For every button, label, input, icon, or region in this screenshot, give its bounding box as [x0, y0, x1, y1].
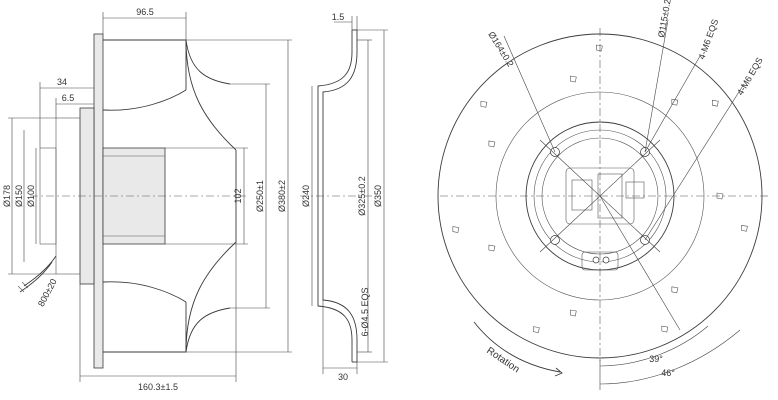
- blade-slot: [671, 286, 679, 294]
- blade-slot: [712, 99, 719, 107]
- lower-blade: [103, 241, 237, 353]
- dim-dia-150: Ø150: [14, 185, 24, 207]
- rotation-arrow: [473, 321, 561, 373]
- cable: [23, 255, 57, 287]
- blade-slot: [741, 224, 748, 232]
- dim-m6-a: 4-M6 EQS: [696, 18, 720, 61]
- dim-96-5: 96.5: [136, 7, 154, 17]
- dim-angle-39: 39°: [649, 354, 663, 364]
- rotation-label: Rotation: [484, 345, 521, 375]
- side-view-bottom-dimension: 160.3±1.5: [79, 242, 237, 392]
- back-plate: [93, 33, 104, 369]
- dim-dia-100: Ø100: [26, 185, 36, 207]
- side-view-top-dimensions: 96.5 34 6.5: [39, 7, 187, 148]
- dim-6-5: 6.5: [62, 93, 75, 103]
- dim-holes-4-5: 6-Ø4.5 EQS: [360, 287, 370, 336]
- dim-dia-178: Ø178: [2, 185, 12, 207]
- blade-slot: [488, 140, 496, 148]
- dim-dia-240: Ø240: [301, 185, 311, 207]
- upper-blade: [103, 39, 237, 151]
- front-view: [437, 19, 770, 364]
- blade-slot: [661, 325, 669, 333]
- blade-slot: [569, 75, 577, 83]
- dim-dia-325: Ø325±0.2: [357, 176, 367, 215]
- dim-30: 30: [338, 372, 348, 382]
- section-view: [300, 29, 380, 363]
- blade-slot: [480, 100, 488, 108]
- dim-dia-250: Ø250±1: [255, 180, 265, 212]
- side-view-right-dimensions: 102 Ø250±1 Ø380±2: [165, 39, 292, 353]
- dim-dia-115: Ø115±0.2: [656, 0, 673, 38]
- section-view-dimensions: 1.5 Ø240 Ø325±0.2 Ø350 6-Ø4.5 EQS 30: [301, 12, 388, 382]
- blade-slot: [596, 44, 603, 52]
- dim-34: 34: [57, 77, 67, 87]
- dim-dia-350: Ø350: [373, 185, 383, 207]
- blade-slot: [569, 309, 577, 317]
- mount-hole: [550, 235, 560, 245]
- dim-102: 102: [233, 188, 243, 203]
- blade-slot: [716, 192, 724, 200]
- dim-m6-b: 4-M6 EQS: [735, 56, 765, 97]
- dim-1-5: 1.5: [332, 12, 345, 22]
- dim-cable-800: 800±20: [36, 277, 59, 308]
- blade-slot: [452, 226, 460, 233]
- blade-slot: [671, 98, 679, 106]
- dim-angle-46: 46°: [661, 368, 675, 378]
- side-view-left-dimensions: Ø178 Ø150 Ø100 800±20: [2, 117, 59, 308]
- blade-slot: [488, 244, 496, 252]
- dim-dia-380: Ø380±2: [277, 180, 287, 212]
- blade-slot: [533, 326, 540, 333]
- blade-slots: [452, 44, 748, 333]
- side-view: [17, 33, 246, 369]
- dim-dia-164: Ø164±0.2: [486, 30, 515, 69]
- front-view-labels: Ø164±0.2 Ø115±0.2 4-M6 EQS 4-M6 EQS Rota…: [473, 0, 765, 390]
- dim-160-3: 160.3±1.5: [138, 382, 178, 392]
